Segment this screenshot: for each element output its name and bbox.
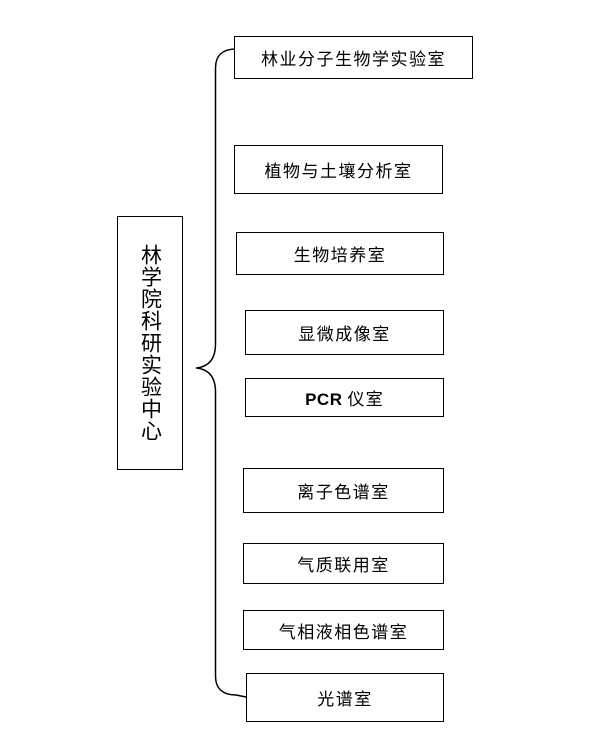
leaf-node-label-1: 林业分子生物学实验室 bbox=[261, 50, 446, 69]
leaf-node-box-9: 光谱室 bbox=[246, 673, 444, 722]
root-node-label: 林学院科研实验中心 bbox=[138, 244, 163, 442]
leaf-node-label-8: 气相液相色谱室 bbox=[278, 622, 409, 642]
leaf-node-label-9: 光谱室 bbox=[317, 690, 373, 709]
leaf-node-label-5-cjk: 仪室 bbox=[347, 390, 384, 409]
leaf-node-label-4: 显微成像室 bbox=[298, 325, 391, 344]
leaf-node-label-2: 植物与土壤分析室 bbox=[264, 162, 413, 181]
leaf-node-box-1: 林业分子生物学实验室 bbox=[234, 36, 473, 79]
leaf-node-label-7: 气质联用室 bbox=[297, 556, 390, 575]
leaf-node-box-7: 气质联用室 bbox=[243, 543, 444, 584]
root-node-box: 林学院科研实验中心 bbox=[117, 216, 183, 470]
leaf-node-label-5-latin: PCR bbox=[305, 390, 343, 409]
leaf-node-box-8: 气相液相色谱室 bbox=[243, 610, 444, 650]
leaf-node-label-6: 离子色谱室 bbox=[297, 483, 390, 502]
leaf-node-label-3: 生物培养室 bbox=[293, 246, 387, 265]
leaf-node-box-4: 显微成像室 bbox=[245, 310, 444, 355]
leaf-node-box-2: 植物与土壤分析室 bbox=[234, 145, 443, 194]
leaf-node-box-3: 生物培养室 bbox=[236, 232, 444, 275]
leaf-node-box-6: 离子色谱室 bbox=[243, 468, 444, 513]
